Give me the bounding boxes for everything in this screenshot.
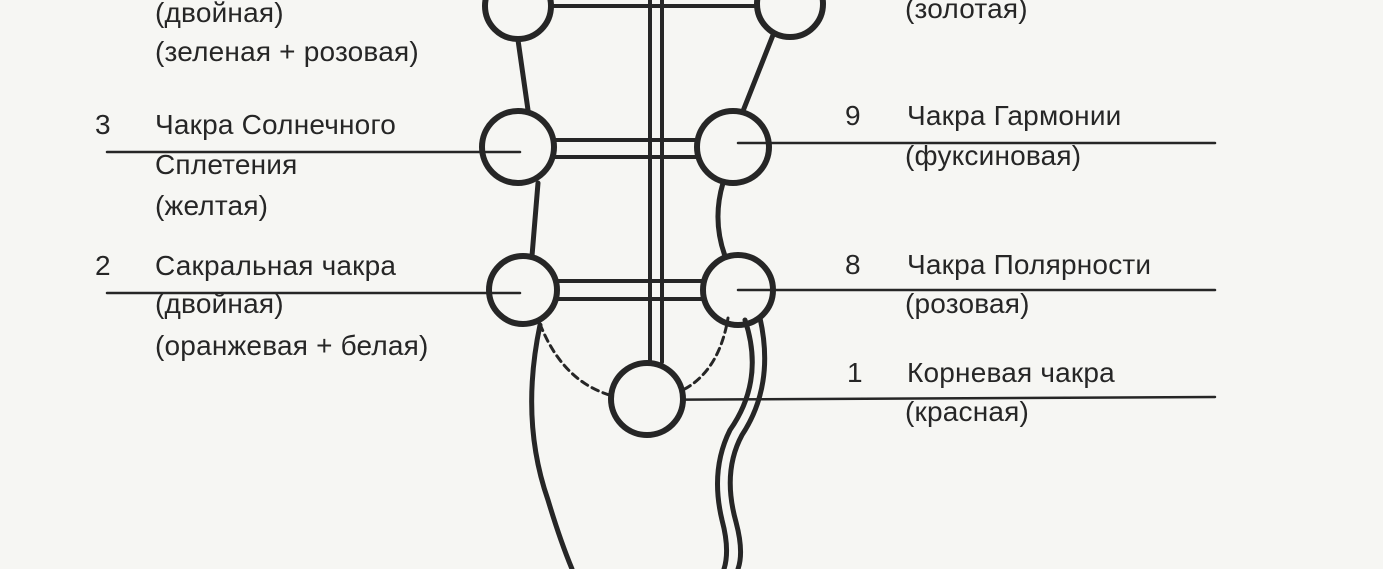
harmony-color-label: (фуксиновая)	[905, 140, 1082, 171]
right-body-outline-outer	[715, 317, 755, 569]
solar-plexus-chakra-circle	[479, 108, 557, 186]
right-body-outline-inner	[727, 315, 768, 569]
solar-name-1: Чакра Солнечного	[155, 109, 397, 140]
root-color-label: (красная)	[905, 396, 1030, 427]
label-line-root	[608, 395, 1217, 402]
solar-number: 3	[95, 109, 111, 140]
heart-type-label: (двойная)	[155, 0, 284, 28]
root-chakra-circle	[608, 360, 686, 438]
left-body-outline	[529, 322, 575, 569]
polarity-name: Чакра Полярности	[907, 249, 1152, 280]
heart-color-label: (зеленая + розовая)	[155, 36, 419, 67]
harmony-number: 9	[845, 100, 861, 131]
left-chain-upper	[515, 37, 531, 113]
right-chain-upper	[740, 27, 778, 114]
sacral-name: Сакральная чакра	[155, 250, 397, 281]
sacral-color-label: (оранжевая + белая)	[155, 330, 429, 361]
left-chain-lower	[529, 180, 541, 259]
polarity-number: 8	[845, 249, 861, 280]
root-number: 1	[847, 357, 863, 388]
polarity-color-label: (розовая)	[905, 288, 1030, 319]
sacral-chakra-circle	[486, 253, 560, 327]
top-color-label: (золотая)	[905, 0, 1028, 24]
polarity-chakra-circle	[700, 252, 776, 328]
right-chain-lower	[715, 180, 728, 259]
solar-color-label: (желтая)	[155, 190, 269, 221]
top-right-chakra-circle	[754, 0, 826, 40]
sacral-number: 2	[95, 250, 111, 281]
root-name: Корневая чакра	[907, 357, 1115, 388]
heart-chakra-circle	[482, 0, 554, 42]
sacral-type-label: (двойная)	[155, 288, 284, 319]
harmony-chakra-circle	[694, 108, 772, 186]
solar-name-2: Сплетения	[155, 149, 298, 180]
harmony-name: Чакра Гармонии	[907, 100, 1122, 131]
